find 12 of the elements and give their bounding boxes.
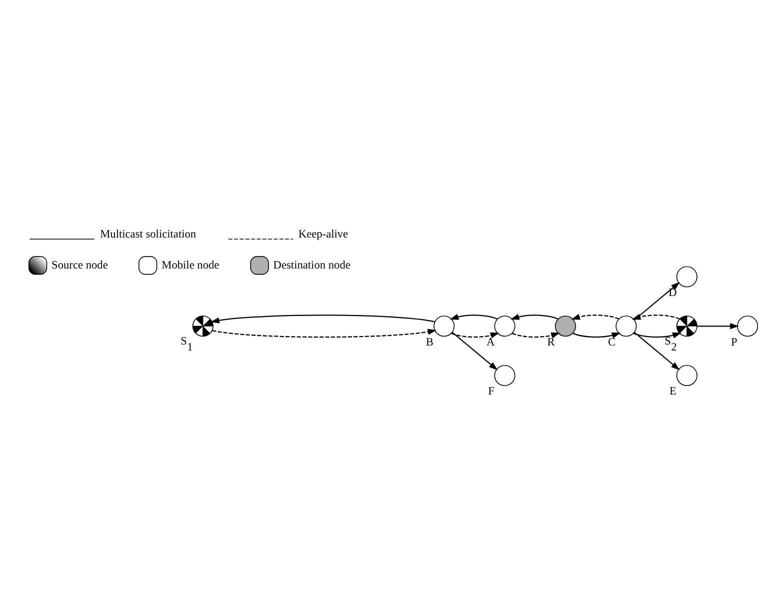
node-label: E	[669, 386, 676, 398]
legend-label: Destination node	[273, 259, 350, 272]
node-label: A	[486, 336, 495, 348]
legend-label: Mobile node	[162, 259, 220, 272]
legend-label: Keep-alive	[298, 228, 348, 240]
legend-label: Multicast solicitation	[100, 228, 196, 240]
node-label: C	[608, 336, 616, 348]
node-label: B	[426, 336, 434, 348]
node-label: F	[488, 386, 494, 398]
node-label: P	[730, 336, 738, 348]
legend-label: Source node	[52, 259, 108, 272]
node-label: R	[547, 336, 555, 348]
